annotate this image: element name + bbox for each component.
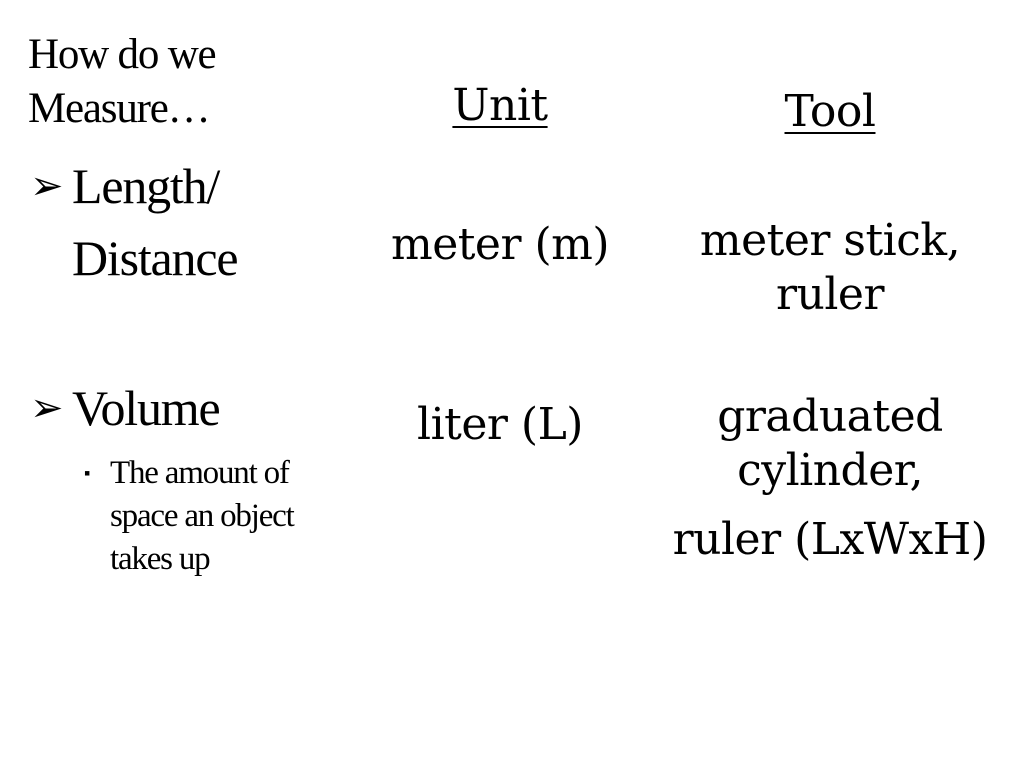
- bullet-length-distance: ➢ Length/ Distance: [30, 150, 239, 294]
- distance-label: Distance: [72, 230, 239, 286]
- arrow-bullet-icon: ➢: [30, 385, 64, 430]
- volume-label: Volume: [72, 380, 221, 436]
- volume-definition: ▪ The amount of space an object takes up: [84, 452, 314, 581]
- volume-unit: liter (L): [417, 399, 583, 450]
- arrow-bullet-icon: ➢: [30, 163, 64, 208]
- length-label: Length/: [72, 158, 220, 214]
- length-unit: meter (m): [390, 219, 610, 270]
- volume-definition-text: The amount of space an object takes up: [110, 455, 295, 577]
- length-tool: meter stick, ruler: [699, 215, 961, 320]
- volume-tool-ruler: ruler (LxWxH): [672, 514, 988, 565]
- square-bullet-icon: ▪: [84, 463, 91, 483]
- length-distance-label: Length/ Distance: [72, 150, 239, 294]
- bullet-volume: ➢ Volume: [30, 372, 221, 444]
- volume-tool-cylinder: graduated cylinder,: [717, 391, 943, 496]
- tool-column-header: Tool: [784, 86, 876, 137]
- slide-heading: How do we Measure…: [28, 31, 217, 132]
- unit-column-header: Unit: [452, 80, 548, 131]
